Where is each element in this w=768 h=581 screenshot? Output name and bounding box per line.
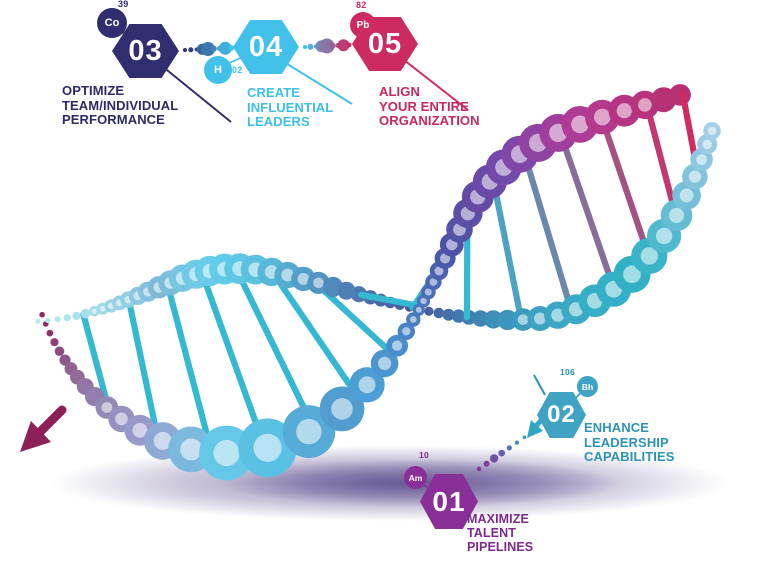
element-number-bh: 106 — [560, 367, 576, 377]
element-badge-co: Co — [97, 8, 127, 38]
step-02-label: ENHANCE LEADERSHIP CAPABILITIES — [584, 420, 675, 465]
step-01-label: MAXIMIZE TALENT PIPELINES — [467, 512, 534, 554]
step-04-label: CREATE INFLUENTIAL LEADERS — [247, 85, 334, 130]
element-number-h: 02 — [232, 65, 243, 75]
element-number-co: 39 — [118, 0, 129, 9]
step-05-label: ALIGN YOUR ENTIRE ORGANIZATION — [379, 84, 480, 129]
element-badge-pb: Pb — [350, 12, 376, 38]
element-number-pb: 82 — [356, 0, 367, 10]
element-badge-bh: Bh — [577, 376, 598, 397]
element-number-am: 10 — [419, 450, 430, 460]
step-03-label: OPTIMIZE TEAM/INDIVIDUAL PERFORMANCE — [62, 83, 179, 128]
element-badge-am: Am — [404, 466, 427, 489]
element-badge-h: H — [204, 56, 232, 84]
